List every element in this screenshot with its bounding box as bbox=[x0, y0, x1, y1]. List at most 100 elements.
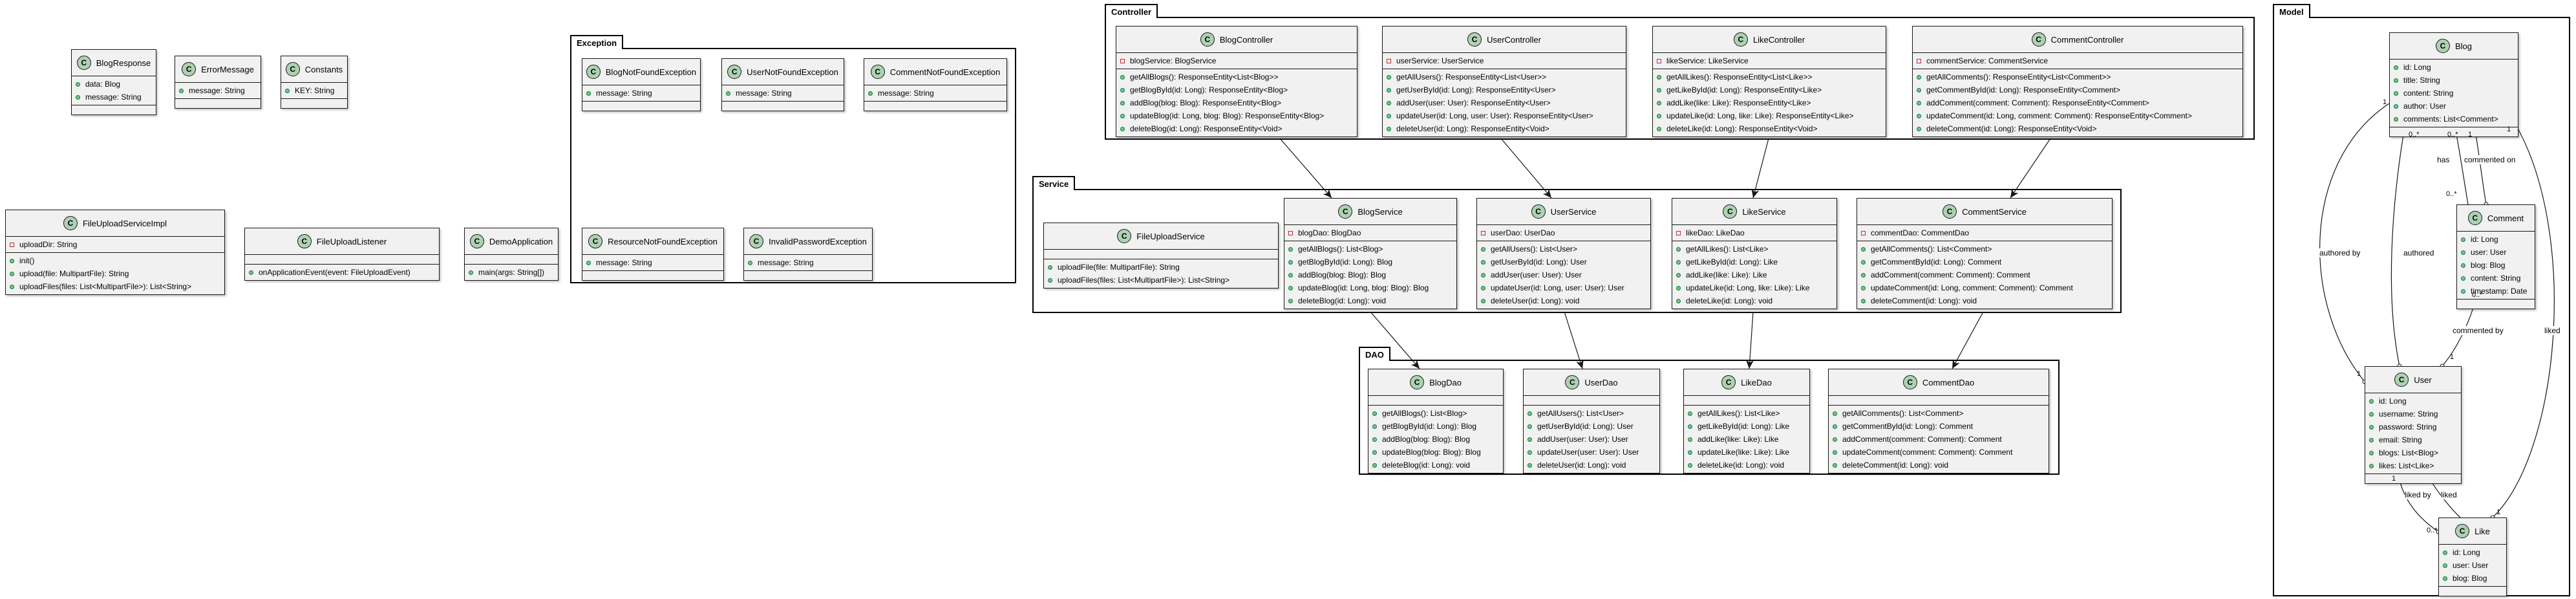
method-row: getAllComments(): List<Comment> bbox=[1833, 407, 2045, 420]
package-dao-label: DAO bbox=[1359, 347, 1390, 361]
member-text: getBlogById(id: Long): ResponseEntity<Bl… bbox=[1130, 85, 1288, 94]
method-row: getBlogById(id: Long): Blog bbox=[1288, 256, 1453, 268]
public-visibility-icon bbox=[1372, 450, 1377, 455]
class-fields: KEY: String bbox=[281, 83, 347, 99]
member-text: onApplicationEvent(event: FileUploadEven… bbox=[259, 268, 410, 277]
method-row: getCommentById(id: Long): Comment bbox=[1833, 420, 2045, 433]
public-visibility-icon bbox=[2369, 463, 2374, 468]
class-stereotype-icon: C bbox=[297, 234, 312, 248]
class-fields: blogService: BlogService bbox=[1116, 53, 1357, 69]
method-row: addComment(comment: Comment): Comment bbox=[1861, 268, 2108, 281]
edge-label-authored: authored bbox=[2403, 248, 2434, 257]
public-visibility-icon bbox=[10, 271, 14, 276]
member-text: getUserById(id: Long): User bbox=[1537, 422, 1634, 431]
field-row: user: User bbox=[2461, 246, 2531, 259]
package-controller: Controller bbox=[1105, 4, 2255, 140]
class-stereotype-icon: C bbox=[182, 62, 197, 76]
class-methods: getAllUsers(): List<User>getUserById(id:… bbox=[1524, 406, 1659, 473]
member-text: updateComment(id: Long, comment: Comment… bbox=[1926, 111, 2192, 120]
public-visibility-icon bbox=[1372, 463, 1377, 468]
member-text: updateComment(comment: Comment): Comment bbox=[1842, 448, 2013, 457]
member-text: getLikeById(id: Long): Like bbox=[1686, 257, 1778, 267]
member-text: message: String bbox=[189, 86, 245, 95]
public-visibility-icon bbox=[1688, 450, 1692, 455]
public-visibility-icon bbox=[1048, 278, 1052, 283]
public-visibility-icon bbox=[2369, 450, 2374, 455]
method-row: getAllBlogs(): List<Blog> bbox=[1288, 243, 1453, 256]
edge-userservice-userdao bbox=[1564, 311, 1584, 369]
class-stereotype-icon: C bbox=[749, 234, 764, 248]
public-visibility-icon bbox=[2461, 276, 2465, 281]
class-name: LikeDao bbox=[1741, 377, 1772, 387]
method-row: addBlog(blog: Blog): Blog bbox=[1288, 268, 1453, 281]
class-stereotype-icon: C bbox=[1410, 375, 1425, 389]
method-row: updateLike(id: Long, like: Like): Respon… bbox=[1657, 109, 1882, 122]
class-methods bbox=[281, 99, 347, 108]
member-text: likeDao: LikeDao bbox=[1686, 228, 1745, 237]
method-row: main(args: String[]) bbox=[469, 266, 554, 279]
class-methods: getAllBlogs(): ResponseEntity<List<Blog>… bbox=[1116, 69, 1357, 136]
member-text: deleteLike(id: Long): void bbox=[1698, 461, 1785, 470]
class-methods: onApplicationEvent(event: FileUploadEven… bbox=[245, 265, 439, 280]
public-visibility-icon bbox=[2369, 411, 2374, 417]
class-methods: init()upload(file: MultipartFile): Strin… bbox=[6, 253, 224, 294]
public-visibility-icon bbox=[1833, 424, 1837, 429]
field-row: password: String bbox=[2369, 420, 2457, 433]
public-visibility-icon bbox=[1528, 450, 1532, 455]
public-visibility-icon bbox=[1528, 463, 1532, 468]
public-visibility-icon bbox=[1688, 437, 1692, 442]
field-row: message: String bbox=[586, 87, 696, 100]
public-visibility-icon bbox=[586, 91, 591, 96]
package-model: Model bbox=[2273, 4, 2570, 596]
field-row: message: String bbox=[76, 91, 152, 103]
member-text: updateComment(id: Long, comment: Comment… bbox=[1871, 283, 2073, 292]
public-visibility-icon bbox=[1372, 424, 1377, 429]
member-text: updateUser(id: Long, user: User): User bbox=[1491, 283, 1624, 292]
class-methods: getAllUsers(): ResponseEntity<List<User>… bbox=[1383, 69, 1626, 136]
public-visibility-icon bbox=[868, 91, 873, 96]
method-row: getUserById(id: Long): User bbox=[1528, 420, 1655, 433]
method-row: getAllBlogs(): ResponseEntity<List<Blog>… bbox=[1120, 71, 1353, 83]
class-methods bbox=[864, 102, 1006, 111]
member-text: message: String bbox=[85, 93, 142, 102]
package-exception-label: Exception bbox=[570, 35, 624, 49]
class-stereotype-icon: C bbox=[1200, 32, 1215, 47]
class-stereotype-icon: C bbox=[1733, 32, 1748, 47]
class-methods: getAllLikes(): ResponseEntity<List<Like>… bbox=[1653, 69, 1886, 136]
class-name: Like bbox=[2475, 526, 2490, 536]
method-row: deleteLike(id: Long): void bbox=[1676, 294, 1833, 307]
edge-blog-user-authored bbox=[2390, 134, 2404, 367]
class-stereotype-icon: C bbox=[2455, 524, 2470, 538]
member-text: deleteBlog(id: Long): ResponseEntity<Voi… bbox=[1130, 124, 1283, 133]
member-text: getAllLikes(): ResponseEntity<List<Like>… bbox=[1666, 72, 1813, 82]
